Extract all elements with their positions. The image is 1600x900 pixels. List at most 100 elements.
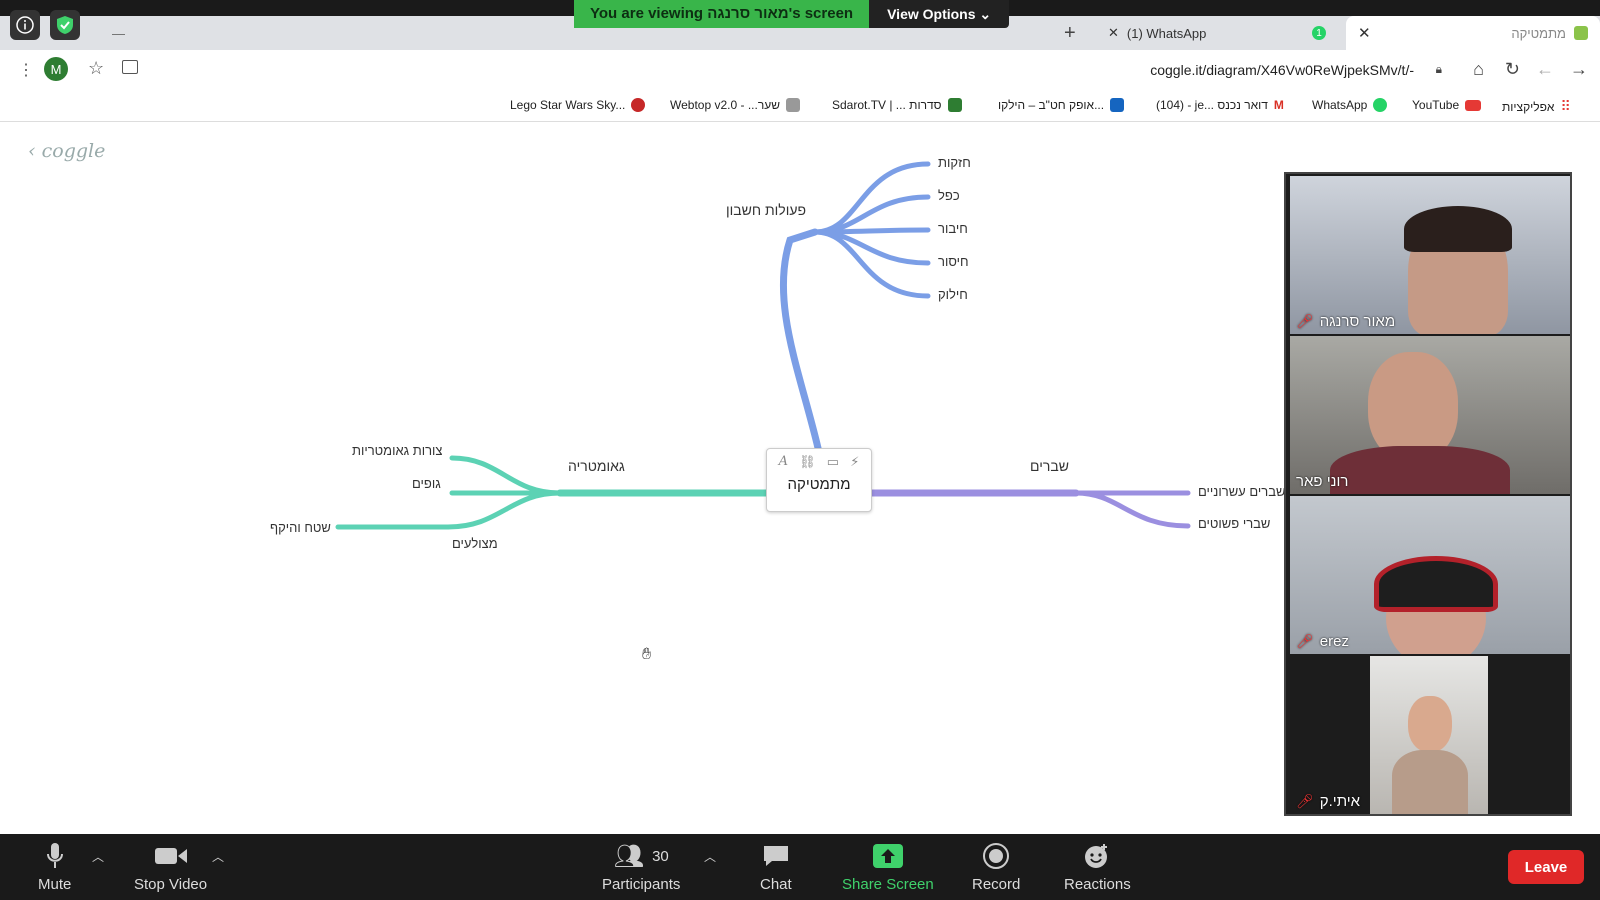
participant-name: 🎤︎איתי.ק (1296, 793, 1361, 810)
mindmap-top-child[interactable]: חיבור (938, 221, 968, 236)
video-tile[interactable]: 🎤︎איתי.ק (1290, 656, 1570, 814)
participants-count: 30 (652, 847, 669, 865)
ladybug-icon (631, 98, 646, 112)
mindmap-center-node[interactable]: A ⛓ ▭ ⚡︎ מתמטיקה (766, 448, 872, 512)
view-options-button[interactable]: View Options ⌄ (869, 0, 1010, 28)
tab-active[interactable]: ✕ מתמטיקה (1346, 16, 1600, 50)
mic-off-icon: 🎤︎ (1296, 793, 1314, 809)
chat-button[interactable]: Chat (760, 842, 792, 893)
branch-right-c2 (1073, 490, 1191, 529)
bookmark-whatsapp[interactable]: WhatsApp (1312, 98, 1388, 112)
mindmap-right-branch-label[interactable]: שברים (1030, 458, 1069, 474)
tab-whatsapp[interactable]: ✕ (1) WhatsApp 1 (1100, 16, 1340, 50)
participant-face (1408, 696, 1452, 752)
participant-face (1368, 352, 1458, 462)
branch-top-c5 (812, 229, 931, 299)
lightning-icon[interactable]: ⚡︎ (850, 454, 860, 469)
chat-icon (762, 842, 790, 870)
video-tile[interactable]: 🎤︎erez (1290, 496, 1570, 654)
video-gallery: 🎤︎מאור סרנגה רוני פאר 🎤︎erez 🎤︎איתי.ק (1284, 172, 1572, 816)
bookmark-youtube[interactable]: YouTube (1412, 98, 1482, 112)
lock-icon: 🔒︎ (1435, 62, 1442, 76)
zoom-toolbar: Mute ︿ Stop Video ︿ 👥︎30 Participants ︿ … (0, 834, 1600, 900)
mic-off-icon: 🎤︎ (1296, 633, 1314, 649)
participant-name: רוני פאר (1296, 473, 1349, 490)
back-arrow-icon[interactable]: ← (1536, 59, 1554, 79)
video-tile[interactable]: 🎤︎מאור סרנגה (1290, 176, 1570, 334)
participant-shirt (1330, 446, 1510, 494)
info-icon[interactable] (10, 10, 40, 40)
participant-shirt (1392, 750, 1468, 814)
extension-icon[interactable] (122, 60, 138, 74)
hand-cursor-icon: ✋︎ (642, 646, 652, 663)
minimize-icon[interactable]: — (112, 25, 125, 41)
bookmark-lego[interactable]: Lego Star Wars Sky... (510, 98, 646, 112)
stop-video-button[interactable]: Stop Video (134, 842, 207, 893)
kebab-menu-icon[interactable]: ⋮ (18, 62, 34, 79)
caret-up-icon[interactable]: ︿ (212, 850, 225, 864)
record-icon (983, 842, 1010, 870)
text-format-icon[interactable]: A (778, 454, 788, 469)
forward-arrow-icon[interactable]: → (1570, 59, 1588, 79)
close-icon[interactable]: ✕ (1358, 25, 1371, 42)
gmail-icon: M (1273, 98, 1284, 112)
mindmap-left-branch-label[interactable]: גאומטריה (568, 458, 625, 474)
record-button[interactable]: Record (972, 842, 1020, 893)
mindmap-top-child[interactable]: חילוק (938, 287, 968, 302)
new-tab-button[interactable]: + (1064, 21, 1076, 44)
mindmap-top-child[interactable]: חזקות (938, 155, 971, 170)
mute-button[interactable]: Mute (38, 842, 71, 893)
whatsapp-icon (1373, 98, 1388, 112)
link-icon[interactable]: ⛓ (799, 454, 816, 469)
url-text[interactable]: coggle.it/diagram/X46Vw0ReWjpekSMv/t/- (1150, 62, 1414, 78)
node-toolbar: A ⛓ ▭ ⚡︎ (767, 449, 871, 470)
viewing-message: You are viewing מאור סרנגה's screen (574, 0, 870, 28)
apps-grid-icon: ⠿ (1560, 98, 1571, 114)
share-screen-icon (872, 842, 903, 870)
star-icon[interactable]: ☆ (88, 58, 105, 78)
youtube-icon (1465, 99, 1482, 111)
caret-up-icon[interactable]: ︿ (92, 850, 105, 864)
bookmark-webtop[interactable]: Webtop v2.0 - ...שער (670, 98, 800, 112)
mindmap-top-child[interactable]: חיסור (938, 254, 969, 269)
smiley-icon (1084, 842, 1110, 870)
video-tile[interactable]: רוני פאר (1290, 336, 1570, 494)
home-icon[interactable]: ⌂ (1473, 59, 1484, 79)
reload-icon[interactable]: ↻ (1504, 59, 1520, 79)
leave-button[interactable]: Leave (1508, 850, 1584, 884)
close-icon[interactable]: ✕ (1108, 25, 1119, 40)
share-screen-button[interactable]: Share Screen (842, 842, 934, 893)
mindmap-left-child[interactable]: גופים (412, 476, 441, 491)
bookmark-sdarot[interactable]: Sdarot.TV | ... סדרות (832, 98, 962, 112)
participants-button[interactable]: 👥︎30 Participants (602, 842, 681, 894)
coggle-logo[interactable]: ‹ coggle (28, 140, 106, 162)
mindmap-top-child[interactable]: כפל (938, 188, 960, 203)
tv-icon (947, 98, 962, 112)
microphone-icon (46, 842, 63, 870)
image-icon[interactable]: ▭ (826, 454, 840, 469)
shield-icon[interactable] (50, 10, 80, 40)
ofek-icon (1110, 98, 1125, 112)
caret-up-icon[interactable]: ︿ (704, 850, 717, 864)
headset-icon (1374, 556, 1498, 612)
tab-whatsapp-label: (1) WhatsApp (1126, 25, 1207, 41)
mindmap-branches (335, 161, 1191, 530)
address-bar: ⋮ M ☆ coggle.it/diagram/X46Vw0ReWjpekSMv… (0, 50, 1600, 90)
mindmap-right-child[interactable]: שברי פשוטים (1198, 516, 1271, 531)
bookmark-ofek[interactable]: אופק חט"ב – הילקו... (998, 98, 1125, 112)
bookmark-apps[interactable]: אפליקציות⠿ (1502, 98, 1571, 114)
mindmap-center-label: מתמטיקה (787, 476, 851, 493)
camera-icon (154, 842, 187, 870)
mindmap-right-child[interactable]: שברים עשרוניים (1198, 484, 1286, 499)
mindmap-left-child[interactable]: מצולעים (452, 536, 498, 551)
mindmap-top-branch-label[interactable]: פעולות חשבון (726, 202, 807, 218)
participant-video (1370, 656, 1488, 814)
webtop-icon (785, 98, 800, 112)
participant-name: 🎤︎erez (1296, 633, 1349, 650)
mic-off-icon: 🎤︎ (1296, 313, 1314, 329)
avatar[interactable]: M (44, 57, 68, 81)
mindmap-left-child[interactable]: שטח והיקף (270, 520, 331, 535)
mindmap-left-child[interactable]: צורות גאומטריות (352, 443, 443, 458)
reactions-button[interactable]: Reactions (1064, 842, 1131, 893)
